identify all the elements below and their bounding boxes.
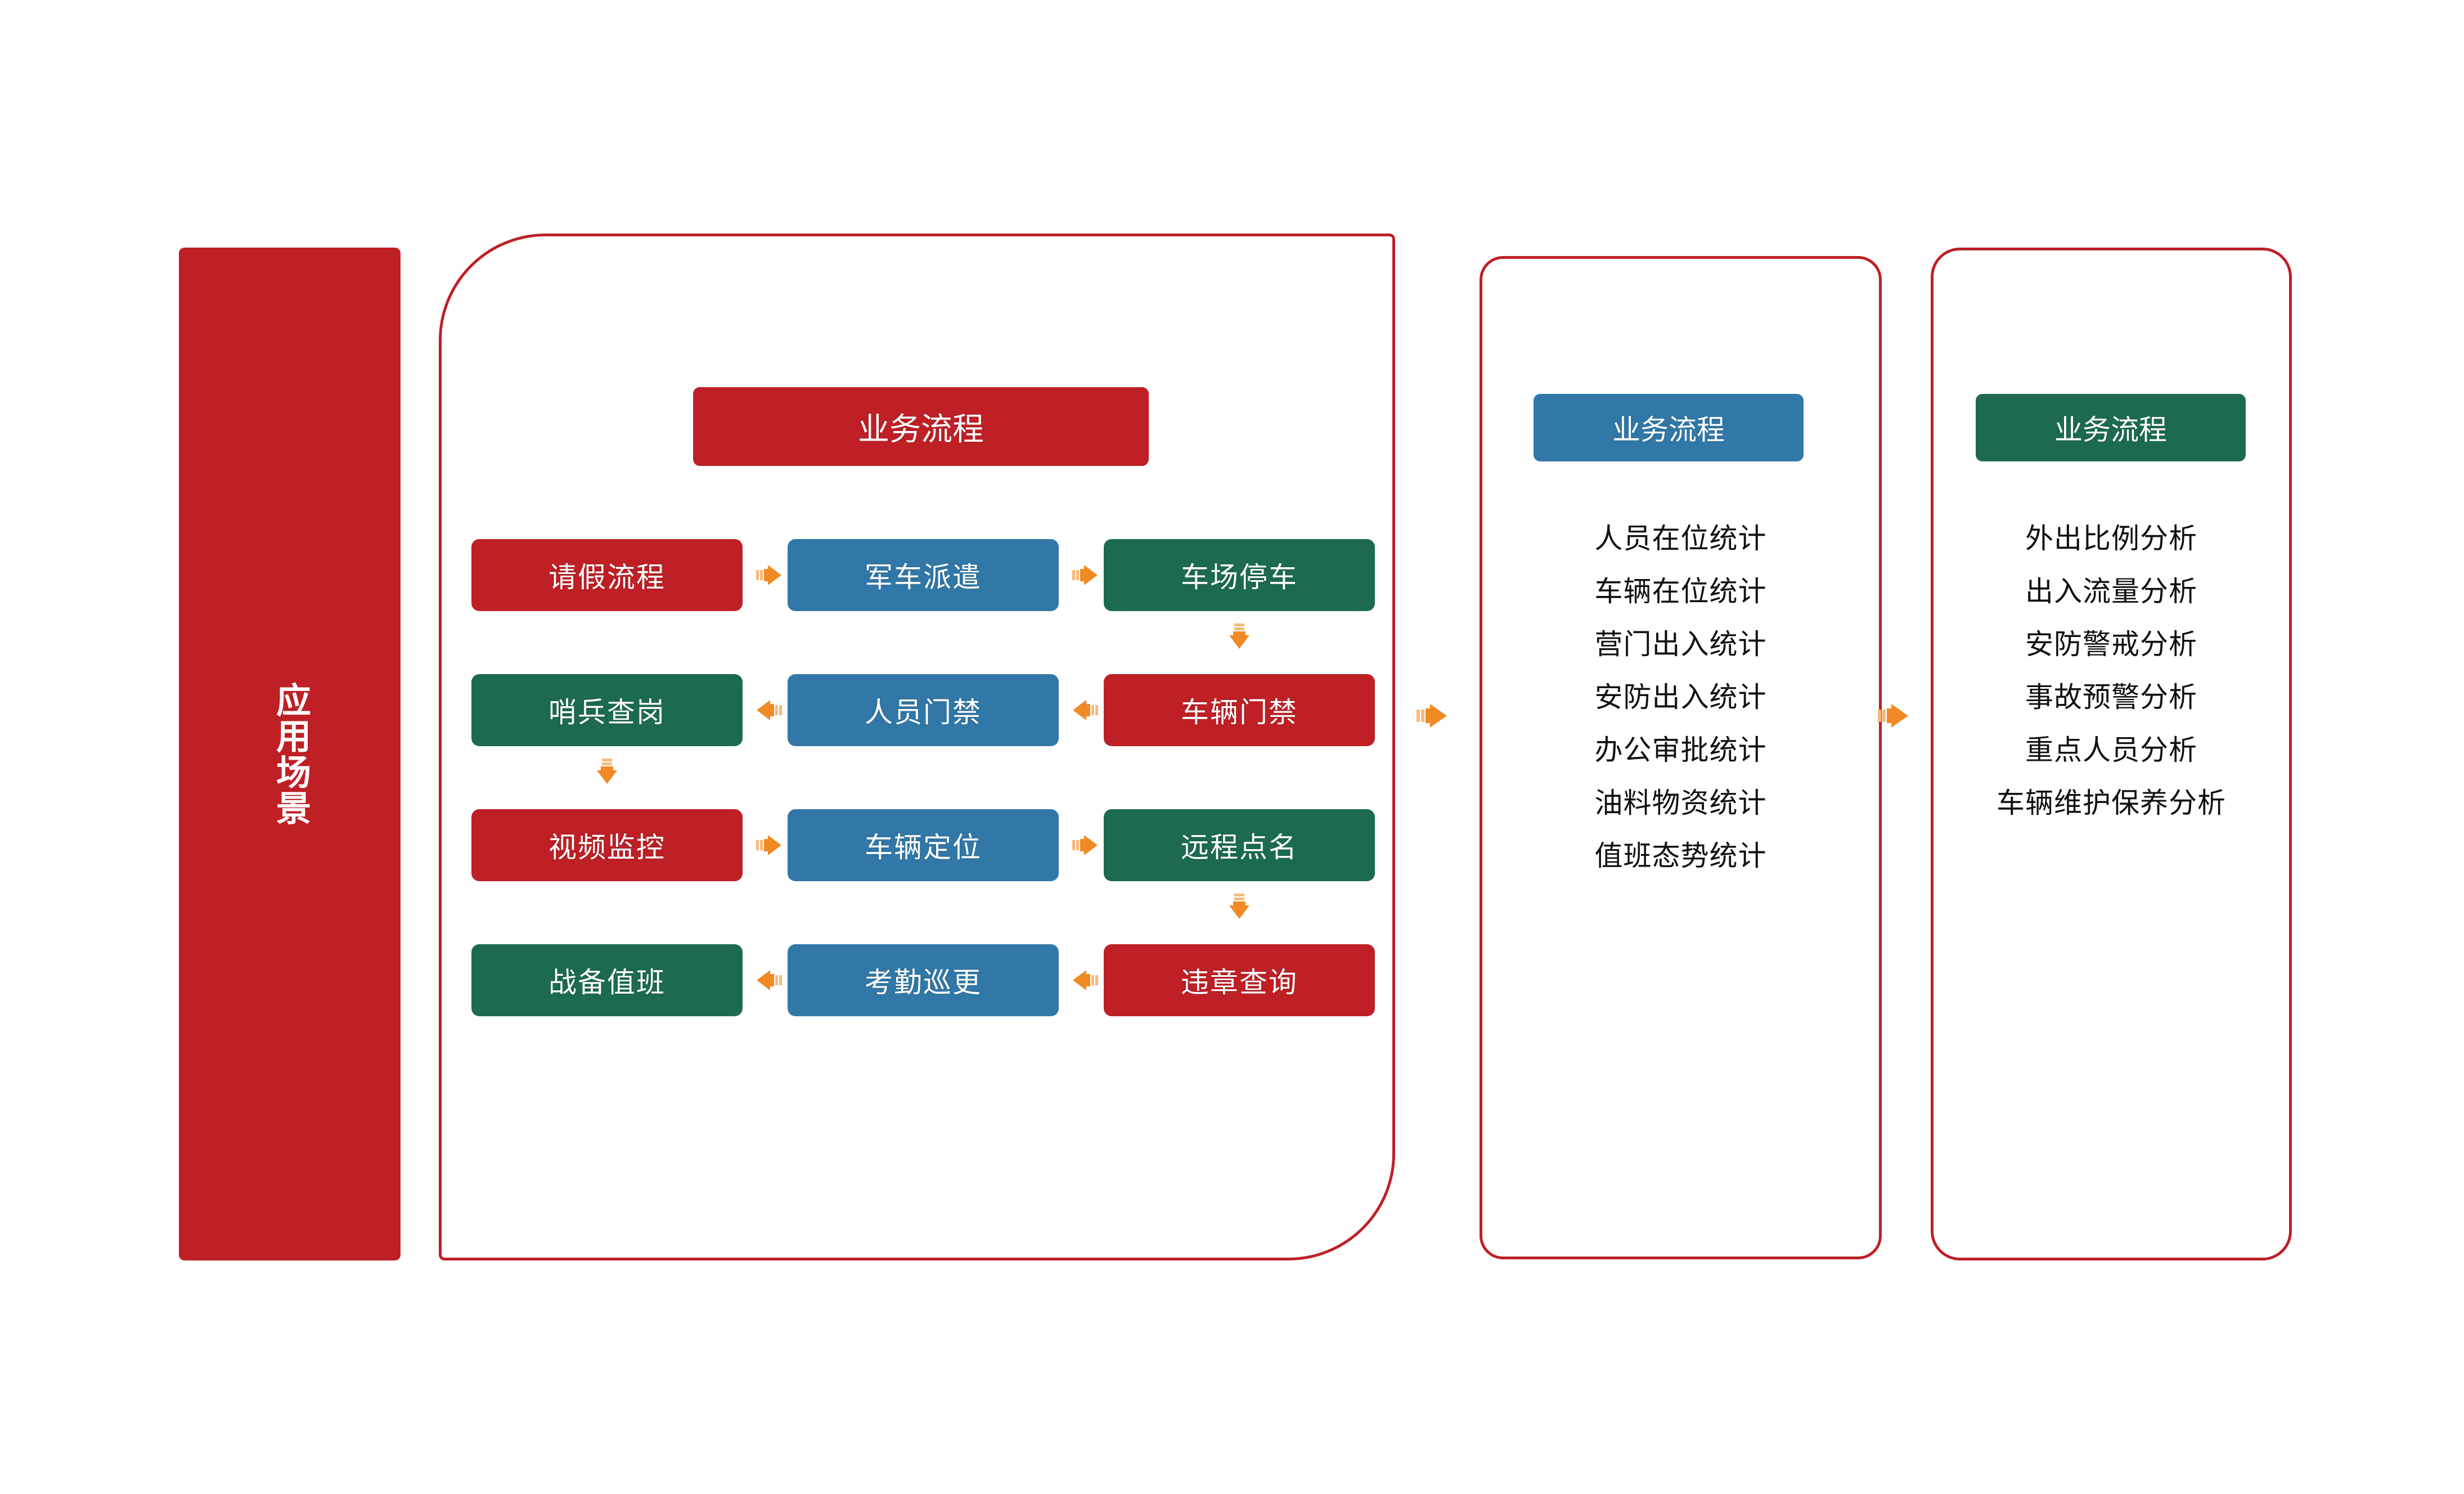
arrow-down-icon <box>1227 894 1252 919</box>
statistics-list-item: 车辆在位统计 <box>1594 576 1767 607</box>
flow-node[interactable]: 请假流程 <box>471 539 743 611</box>
statistics-list-item: 人员在位统计 <box>1594 523 1767 554</box>
analysis-list-item: 重点人员分析 <box>2025 734 2197 766</box>
arrow-right-icon <box>756 833 782 858</box>
statistics-list-item: 安防出入统计 <box>1594 681 1767 713</box>
arrow-down-icon <box>595 759 619 784</box>
arrow-left-icon <box>1072 968 1098 993</box>
flow-node[interactable]: 车辆门禁 <box>1104 674 1375 746</box>
analysis-list: 外出比例分析出入流量分析安防警戒分析事故预警分析重点人员分析车辆维护保养分析 <box>1931 512 2292 829</box>
flow-node[interactable]: 远程点名 <box>1104 809 1375 881</box>
statistics-list-item: 值班态势统计 <box>1594 840 1767 872</box>
application-scenario-sidebar: 应用场景 <box>179 248 401 1260</box>
flow-node[interactable]: 军车派遣 <box>788 539 1059 611</box>
arrow-right-icon <box>1072 833 1098 858</box>
arrow-flow-to-stats-icon <box>1417 701 1448 731</box>
statistics-title: 业务流程 <box>1534 394 1804 461</box>
flow-node[interactable]: 考勤巡更 <box>788 944 1059 1016</box>
statistics-list-item: 营门出入统计 <box>1594 629 1767 660</box>
analysis-list-item: 安防警戒分析 <box>2025 629 2197 660</box>
arrow-left-icon <box>756 698 782 723</box>
flow-node[interactable]: 违章查询 <box>1104 944 1375 1016</box>
statistics-list: 人员在位统计车辆在位统计营门出入统计安防出入统计办公审批统计油料物资统计值班态势… <box>1480 512 1882 882</box>
statistics-list-item: 油料物资统计 <box>1594 787 1767 819</box>
analysis-list-item: 出入流量分析 <box>2025 576 2197 607</box>
arrow-left-icon <box>756 968 782 993</box>
analysis-list-item: 事故预警分析 <box>2025 681 2197 713</box>
business-flow-title: 业务流程 <box>693 387 1149 466</box>
analysis-list-item: 车辆维护保养分析 <box>1997 787 2226 819</box>
statistics-list-item: 办公审批统计 <box>1594 734 1767 766</box>
arrow-right-icon <box>756 563 782 587</box>
flow-node[interactable]: 战备值班 <box>471 944 743 1016</box>
arrow-left-icon <box>1072 698 1098 723</box>
arrow-stats-to-analysis-icon <box>1878 701 1909 731</box>
flow-node[interactable]: 车辆定位 <box>788 809 1059 881</box>
arrow-right-icon <box>1072 563 1098 587</box>
analysis-list-item: 外出比例分析 <box>2025 523 2197 554</box>
flow-node[interactable]: 车场停车 <box>1104 539 1375 611</box>
flow-node[interactable]: 人员门禁 <box>788 674 1059 746</box>
arrow-down-icon <box>1227 623 1252 649</box>
flow-node[interactable]: 视频监控 <box>471 809 743 881</box>
flow-node[interactable]: 哨兵查岗 <box>471 674 743 746</box>
analysis-title: 业务流程 <box>1976 394 2246 461</box>
sidebar-label: 应用场景 <box>271 682 310 826</box>
